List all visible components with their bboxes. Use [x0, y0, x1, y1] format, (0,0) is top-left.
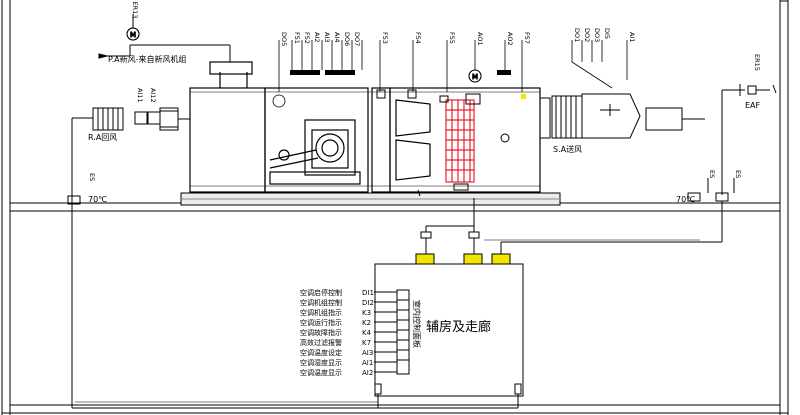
duct-tag-boxes — [376, 89, 481, 197]
supply-air-label: S.A送风 — [553, 144, 582, 154]
svg-text:FS7: FS7 — [523, 32, 531, 44]
svg-text:DI1: DI1 — [362, 289, 374, 297]
motor-icon: M M — [126, 27, 482, 83]
temperature-sensors — [67, 178, 735, 205]
tag-er13: ER13 — [131, 2, 139, 19]
fresh-air-label: P.A新风-来自新风机组 — [108, 54, 186, 64]
sensor-marker — [521, 94, 526, 99]
svg-text:DO2: DO2 — [583, 28, 591, 42]
svg-text:K7: K7 — [362, 339, 371, 347]
svg-text:M: M — [472, 73, 478, 81]
return-air-label: R.A回风 — [88, 133, 117, 142]
supply-air-duct — [539, 93, 705, 139]
exhaust-damper — [721, 84, 777, 195]
svg-text:AO2: AO2 — [506, 32, 514, 46]
svg-text:ES: ES — [88, 173, 96, 181]
unit-base — [180, 192, 561, 206]
svg-text:空调启停控制: 空调启停控制 — [300, 288, 342, 297]
exhaust-label: EAF — [745, 101, 761, 110]
svg-text:FS5: FS5 — [448, 32, 456, 44]
room-label: 辅房及走廊 — [426, 320, 492, 335]
svg-text:DO5: DO5 — [280, 32, 288, 46]
svg-text:M: M — [130, 31, 136, 39]
svg-text:DI5: DI5 — [603, 28, 611, 39]
svg-text:空调温度设定: 空调温度设定 — [300, 348, 342, 357]
panel-label: 室内控制面板 — [412, 300, 422, 348]
svg-text:K2: K2 — [362, 319, 371, 327]
svg-text:高效过滤报警: 高效过滤报警 — [300, 338, 342, 347]
svg-text:DO1: DO1 — [573, 28, 581, 42]
return-air-duct — [71, 107, 190, 408]
svg-text:AI4: AI4 — [333, 32, 341, 43]
svg-text:空调湿度显示: 空调湿度显示 — [300, 358, 342, 367]
humidifier-icon — [500, 133, 510, 143]
panel-rows: 空调启停控制 DI1 空调机组控制 DI2 空调机组指示 K3 空调运行指示 K… — [300, 288, 374, 377]
svg-text:ER15: ER15 — [753, 54, 761, 71]
svg-text:DO7: DO7 — [353, 32, 361, 46]
svg-text:AI1: AI1 — [362, 359, 373, 367]
temp-left-label: 70℃ — [88, 195, 107, 204]
control-panel — [72, 263, 524, 409]
svg-text:AI1: AI1 — [628, 32, 636, 43]
heating-coil — [445, 99, 475, 183]
svg-text:空调故障指示: 空调故障指示 — [300, 328, 342, 337]
svg-text:FS1: FS1 — [293, 32, 301, 44]
panel-row-arrows — [374, 291, 397, 373]
actuator-bars — [290, 70, 511, 75]
svg-text:AI12: AI12 — [149, 88, 157, 103]
svg-text:空调运行指示: 空调运行指示 — [300, 318, 342, 327]
temp-right-label: 70℃ — [676, 195, 695, 204]
svg-text:K3: K3 — [362, 309, 371, 317]
svg-text:AI3: AI3 — [323, 32, 331, 43]
air-handling-unit — [189, 61, 541, 193]
svg-text:AI2: AI2 — [313, 32, 321, 43]
instrument-tags — [272, 40, 628, 108]
svg-text:DO3: DO3 — [593, 28, 601, 42]
svg-text:FS4: FS4 — [414, 32, 422, 44]
svg-text:AI2: AI2 — [362, 369, 373, 377]
svg-text:空调温度显示: 空调温度显示 — [300, 368, 342, 377]
panel-connectors — [415, 198, 723, 265]
svg-text:DO6: DO6 — [343, 32, 351, 46]
svg-text:AI11: AI11 — [136, 88, 144, 103]
svg-text:空调机组控制: 空调机组控制 — [300, 298, 342, 307]
svg-text:FS2: FS2 — [303, 32, 311, 44]
svg-text:ES: ES — [708, 170, 716, 178]
svg-text:AI3: AI3 — [362, 349, 373, 357]
svg-text:FS3: FS3 — [381, 32, 389, 44]
svg-text:ES: ES — [734, 170, 742, 178]
svg-text:K4: K4 — [362, 329, 372, 337]
svg-text:DI2: DI2 — [362, 299, 374, 307]
instrument-labels: ER13 DO5 FS1 FS2 AI2 AI3 AI4 DO6 DO7 FS3… — [88, 2, 761, 182]
svg-text:AO1: AO1 — [476, 32, 484, 46]
svg-text:空调机组指示: 空调机组指示 — [300, 308, 342, 317]
